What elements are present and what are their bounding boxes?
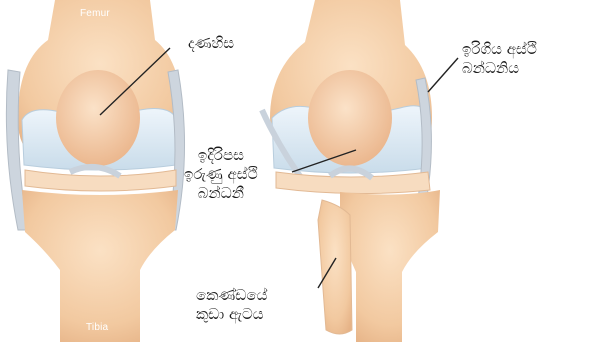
left-patella [56,70,140,166]
left-knee [6,0,184,342]
fibula-label: කෙණ්ඩයේ කුඩා ඇටය [196,286,267,324]
mcl-leader [428,58,458,92]
right-knee [262,0,440,342]
left-joint-line [25,170,176,191]
left-tibia [22,190,178,342]
right-joint-line [276,172,430,194]
cruciate-label: ඉදිරිපස ඉරුණු අස්ථි බන්ධනී [184,146,258,203]
right-fibula [318,200,352,334]
kneecap-label: දණහිස [188,34,234,53]
right-tibia [340,190,440,342]
medial-collateral-label: ඉරිගිය අස්ථි බන්ධනිය [462,40,537,78]
femur-label: Femur [80,8,110,19]
tibia-label: Tibia [86,322,108,333]
